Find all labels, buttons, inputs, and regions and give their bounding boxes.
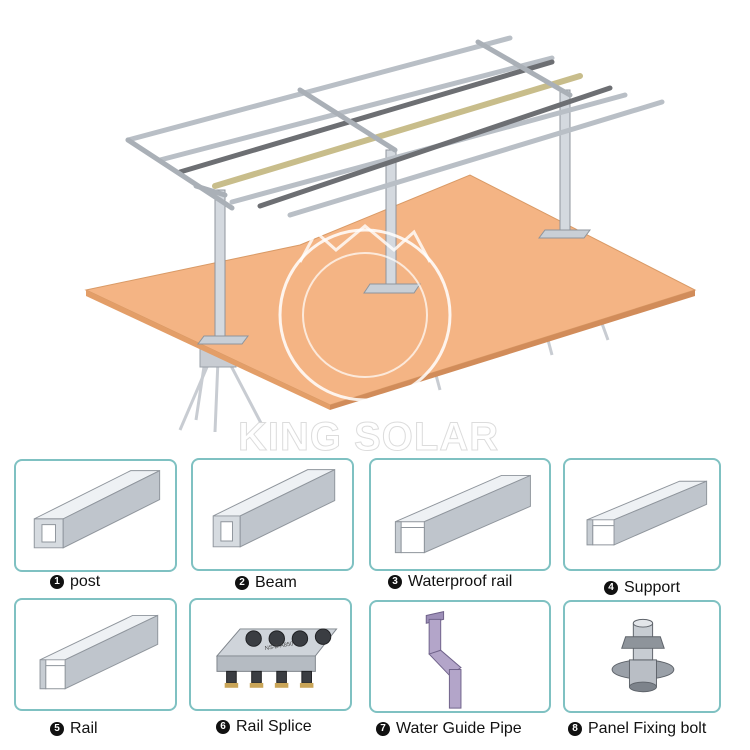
post-profile-image — [33, 469, 161, 549]
number-badge: 5 — [50, 722, 64, 736]
panel-fixing-bolt-image — [611, 618, 675, 693]
component-card-water-guide-pipe — [369, 600, 551, 713]
caption-panel-fixing-bolt: 8 Panel Fixing bolt — [568, 720, 706, 738]
splice-marking-text: NS-Z-A850 — [265, 641, 294, 652]
number-badge: 6 — [216, 720, 230, 734]
watermark-text: KING SOLAR — [237, 415, 500, 460]
rail-profile-image — [39, 614, 159, 690]
number-badge: 4 — [604, 581, 618, 595]
component-card-waterproof-rail — [369, 458, 551, 571]
waterproof-rail-profile-image — [394, 474, 531, 554]
component-card-rail — [14, 598, 177, 711]
caption-waterproof-rail: 3 Waterproof rail — [388, 573, 512, 591]
component-card-support — [563, 458, 721, 571]
number-badge: 1 — [50, 575, 64, 589]
number-badge: 2 — [235, 576, 249, 590]
caption-rail-splice: 6 Rail Splice — [216, 718, 312, 736]
number-badge: 3 — [388, 575, 402, 589]
rail-splice-image: NS-Z-A850 — [215, 628, 338, 688]
caption-water-guide-pipe: 7 Water Guide Pipe — [376, 720, 522, 738]
caption-rail: 5 Rail — [50, 720, 98, 738]
caption-beam: 2 Beam — [235, 574, 297, 592]
carport-mounting-illustration — [84, 35, 697, 433]
support-profile-image — [586, 480, 708, 546]
number-badge: 8 — [568, 722, 582, 736]
component-card-post — [14, 459, 177, 572]
component-card-beam — [191, 458, 354, 571]
component-card-rail-splice: NS-Z-A850 — [189, 598, 352, 711]
number-badge: 7 — [376, 722, 390, 736]
component-card-panel-fixing-bolt — [563, 600, 721, 713]
water-guide-pipe-image — [425, 611, 462, 709]
beam-profile-image — [212, 468, 336, 548]
caption-post: 1 post — [50, 573, 100, 591]
caption-support: 4 Support — [604, 579, 680, 597]
